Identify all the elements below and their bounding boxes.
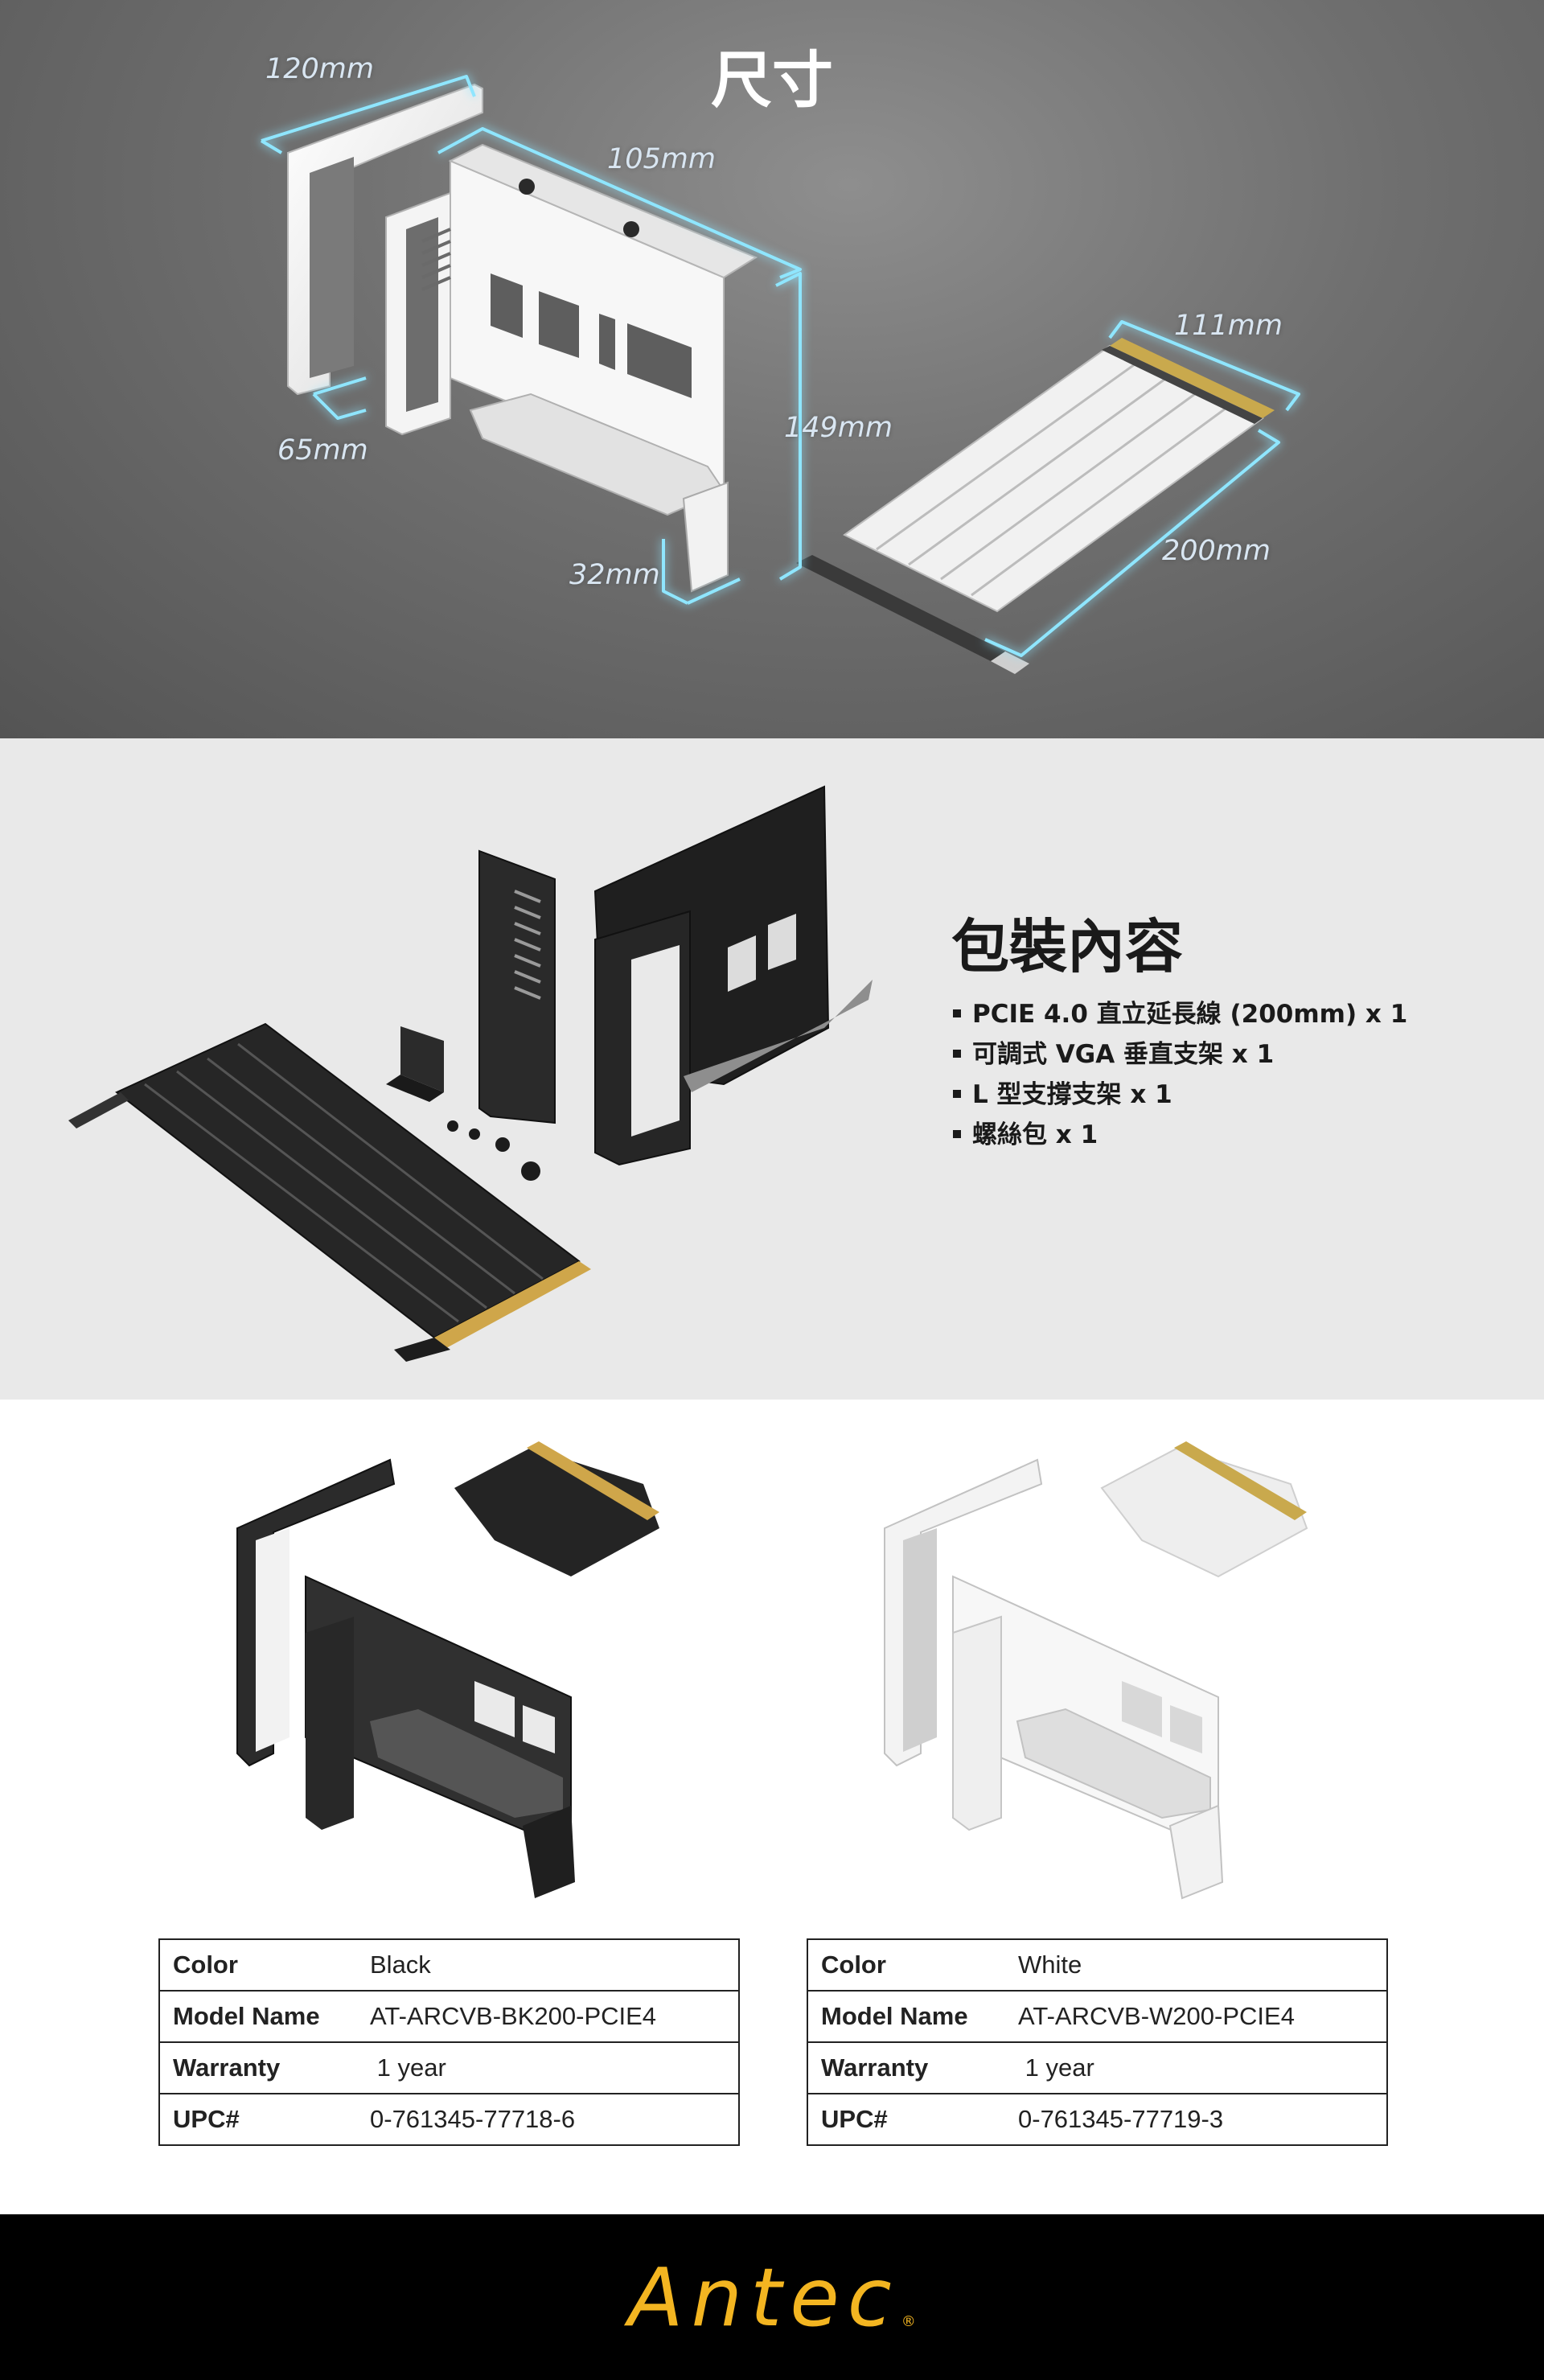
dim-label-120mm: 120mm: [265, 53, 374, 85]
package-contents-section: 包裝內容 PCIE 4.0 直立延長線 (200mm) x 1 可調式 VGA …: [0, 738, 1544, 1400]
riser-cable-illustration-white: [796, 338, 1275, 674]
assembled-bracket-illustration-white: [884, 1441, 1308, 1900]
bracket-illustration-white: [287, 83, 758, 593]
package-item: 可調式 VGA 垂直支架 x 1: [953, 1034, 1407, 1075]
vga-bracket-illustration: [478, 785, 873, 1166]
table-row: UPC#0-761345-77719-3: [821, 2105, 1224, 2133]
bullet-icon: [953, 1049, 961, 1058]
antec-logo: Antec ®: [0, 2214, 1544, 2380]
dim-label-200mm: 200mm: [1162, 535, 1271, 567]
dimensions-title: 尺寸: [711, 44, 833, 116]
l-bracket-illustration: [386, 1026, 444, 1102]
brand-name: Antec: [628, 2250, 900, 2345]
screw-pack-illustration: [447, 1120, 540, 1181]
bullet-icon: [953, 1009, 961, 1017]
variants-illustration: [236, 1441, 1308, 1900]
table-row: Warranty 1 year: [159, 2042, 739, 2094]
dim-label-149mm: 149mm: [784, 412, 893, 444]
dimension-lines: [260, 75, 1300, 657]
dim-label-32mm: 32mm: [569, 559, 660, 591]
footer: Antec ®: [0, 2214, 1544, 2380]
bullet-icon: [953, 1089, 961, 1098]
dimensions-section: 尺寸 120mm 105mm 65mm 149mm 32mm 111mm 200…: [0, 0, 1544, 738]
dim-label-111mm: 111mm: [1174, 310, 1283, 342]
assembled-bracket-illustration-black: [236, 1441, 659, 1898]
package-item: 螺絲包 x 1: [953, 1115, 1407, 1155]
table-row: UPC#0-761345-77718-6: [173, 2105, 576, 2133]
dim-label-105mm: 105mm: [607, 143, 716, 175]
table-row: Warranty 1 year: [807, 2042, 1387, 2094]
riser-cable-illustration-black: [68, 1022, 591, 1362]
package-item: PCIE 4.0 直立延長線 (200mm) x 1: [953, 994, 1407, 1034]
registered-mark: ®: [901, 2312, 916, 2330]
package-contents-illustration: [68, 785, 873, 1362]
dim-label-65mm: 65mm: [277, 434, 368, 467]
bullet-icon: [953, 1129, 961, 1138]
dimensions-illustration: [260, 75, 1300, 674]
package-item: L 型支撐支架 x 1: [953, 1075, 1407, 1115]
package-title: 包裝內容: [951, 913, 1184, 980]
package-items-list: PCIE 4.0 直立延長線 (200mm) x 1 可調式 VGA 垂直支架 …: [953, 994, 1407, 1155]
